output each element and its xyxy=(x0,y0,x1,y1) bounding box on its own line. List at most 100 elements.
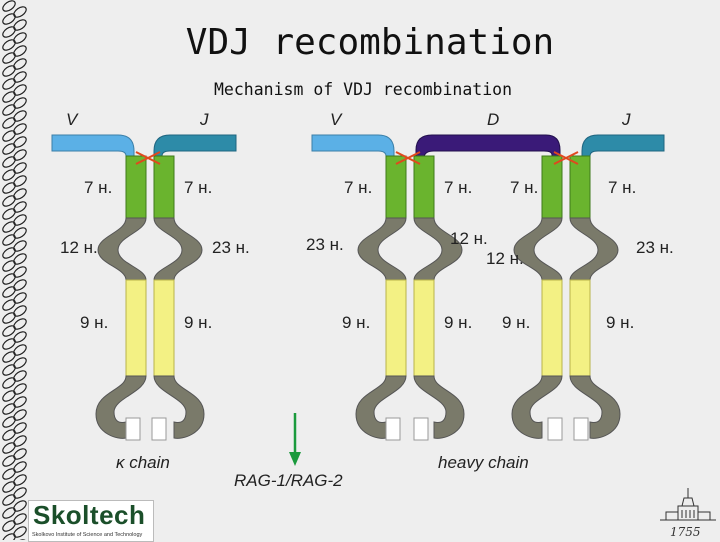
helix-link xyxy=(13,474,27,486)
helix-link xyxy=(13,240,27,252)
label-j: J xyxy=(199,110,209,129)
cut-mark-dj xyxy=(553,151,579,165)
helix-link xyxy=(2,221,16,233)
university-crest-icon: 1755 xyxy=(660,488,716,539)
helix-link xyxy=(2,468,16,480)
helix-link xyxy=(2,195,16,207)
helix-link xyxy=(13,110,27,122)
slide-subtitle: Mechanism of VDJ recombination xyxy=(214,80,513,99)
helix-link xyxy=(13,409,27,421)
helix-link xyxy=(2,286,16,298)
helix-link xyxy=(2,182,16,194)
helix-link xyxy=(2,351,16,363)
label-spacer: 12 н. xyxy=(486,249,524,268)
helix-link xyxy=(13,422,27,434)
helix-link xyxy=(13,500,27,512)
label-nonamer: 9 н. xyxy=(342,313,370,332)
left-panel xyxy=(51,134,237,441)
helix-link xyxy=(13,396,27,408)
helix-link xyxy=(13,344,27,356)
d-segment xyxy=(415,134,561,159)
helix-link xyxy=(2,325,16,337)
helix-link xyxy=(13,487,27,499)
helix-link xyxy=(2,247,16,259)
helix-link xyxy=(2,91,16,103)
spacer-23-right xyxy=(153,217,203,281)
nonamer-4 xyxy=(569,279,591,377)
nonamer-2 xyxy=(413,279,435,377)
helix-link xyxy=(2,312,16,324)
caption-kappa: κ chain xyxy=(116,453,170,472)
heptamer-left xyxy=(125,155,147,219)
helix-link xyxy=(13,370,27,382)
nonamer-left xyxy=(125,279,147,377)
helix-link xyxy=(13,461,27,473)
label-spacer: 12 н. xyxy=(450,229,488,248)
cut-mark xyxy=(135,151,161,165)
helix-link xyxy=(13,279,27,291)
heptamer-2 xyxy=(413,155,435,219)
label-heptamer: 7 н. xyxy=(510,178,538,197)
helix-link xyxy=(2,13,16,25)
helix-link xyxy=(2,273,16,285)
helix-link xyxy=(13,435,27,447)
helix-link xyxy=(13,448,27,460)
v-segment-heavy xyxy=(311,134,395,159)
rag-arrow xyxy=(289,413,301,466)
helix-link xyxy=(2,442,16,454)
heptamer-4 xyxy=(569,155,591,219)
helix-link xyxy=(2,234,16,246)
label-j: J xyxy=(621,110,631,129)
helix-link xyxy=(2,156,16,168)
spacer-12-2 xyxy=(413,217,463,281)
label-d: D xyxy=(487,110,499,129)
helix-link xyxy=(2,338,16,350)
helix-link xyxy=(13,383,27,395)
helix-link xyxy=(13,97,27,109)
enzyme-label: RAG-1/RAG-2 xyxy=(234,471,343,490)
logo-name: Skoltech xyxy=(33,500,146,530)
label-heptamer: 7 н. xyxy=(84,178,112,197)
helix-link xyxy=(2,260,16,272)
crest-year: 1755 xyxy=(670,525,701,539)
heptamer-1 xyxy=(385,155,407,219)
helix-link xyxy=(13,292,27,304)
helix-link xyxy=(13,84,27,96)
helix-link xyxy=(13,71,27,83)
helix-link xyxy=(13,149,27,161)
helix-link xyxy=(2,429,16,441)
label-heptamer: 7 н. xyxy=(608,178,636,197)
helix-link xyxy=(2,26,16,38)
helix-link xyxy=(13,513,27,525)
helix-link xyxy=(13,123,27,135)
helix-link xyxy=(13,19,27,31)
logo-subtitle: Skolkovo Institute of Science and Techno… xyxy=(32,532,143,538)
heptamer-3 xyxy=(541,155,563,219)
helix-link xyxy=(2,299,16,311)
spacer-23-4 xyxy=(569,217,619,281)
helix-link xyxy=(13,32,27,44)
helix-link xyxy=(2,104,16,116)
helix-link xyxy=(2,390,16,402)
label-spacer: 23 н. xyxy=(636,238,674,257)
helix-link xyxy=(2,533,16,540)
helix-link xyxy=(13,201,27,213)
helix-link xyxy=(2,169,16,181)
helix-link xyxy=(2,78,16,90)
nonamer-3 xyxy=(541,279,563,377)
label-nonamer: 9 н. xyxy=(80,313,108,332)
helix-link xyxy=(2,130,16,142)
j-segment-heavy xyxy=(581,134,665,159)
helix-link xyxy=(2,520,16,532)
hairpin-loop xyxy=(95,375,205,439)
helix-link xyxy=(2,65,16,77)
helix-link xyxy=(13,214,27,226)
slide-title: VDJ recombination xyxy=(185,22,555,63)
label-nonamer: 9 н. xyxy=(184,313,212,332)
helix-link xyxy=(2,364,16,376)
spacer-23-1 xyxy=(357,217,407,281)
helix-link xyxy=(13,58,27,70)
helix-link xyxy=(13,331,27,343)
label-nonamer: 9 н. xyxy=(444,313,472,332)
